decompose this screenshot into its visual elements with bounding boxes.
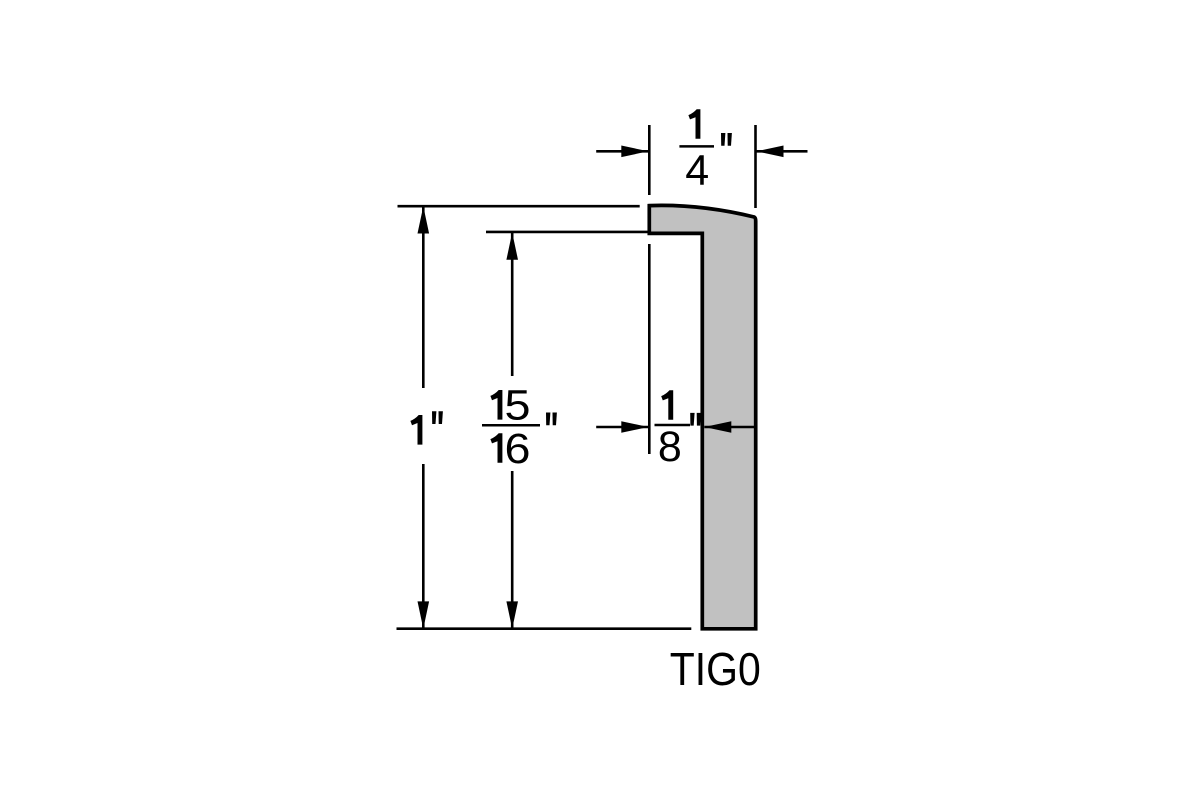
svg-text:TIG0: TIG0: [670, 643, 761, 695]
svg-text:6: 6: [505, 425, 531, 473]
svg-text:4: 4: [685, 146, 709, 194]
svg-text:8: 8: [658, 423, 682, 471]
svg-text:5: 5: [505, 382, 531, 430]
